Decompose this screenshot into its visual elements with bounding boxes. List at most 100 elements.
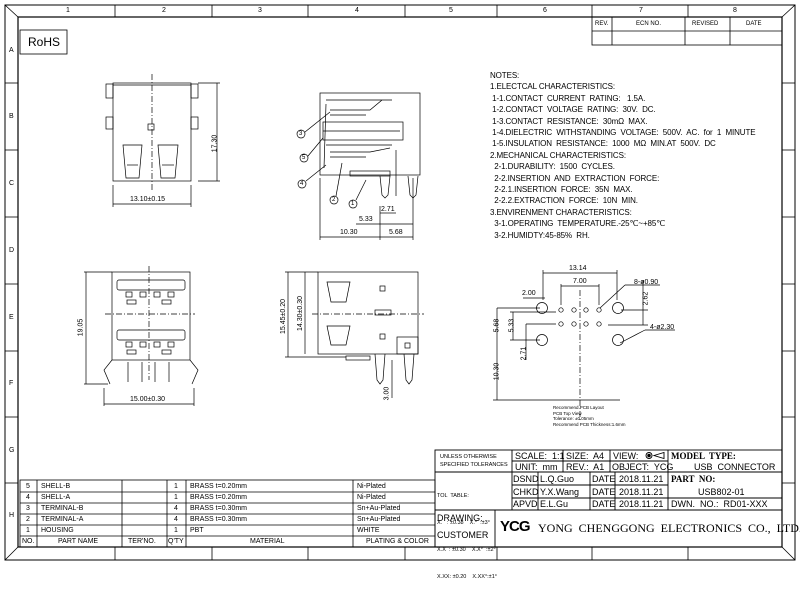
signoff-role: DSND: [513, 473, 539, 484]
dim-side-a: 2.71: [381, 206, 395, 213]
zone-row-a: A: [9, 47, 14, 54]
zone-col-2: 2: [162, 7, 166, 14]
callout-4: 4: [300, 181, 304, 187]
zone-row-b: B: [9, 113, 14, 120]
zone-col-6: 6: [543, 7, 547, 14]
tolerance-title-line: UNLESS OTHERWISE: [440, 454, 497, 460]
rohs-label: RoHS: [28, 35, 61, 49]
side-view-2: [285, 271, 424, 398]
bom-qty: 1: [174, 483, 178, 490]
dim-pcb-568: 5.68: [493, 318, 501, 333]
dim-side-d: 5.68: [389, 229, 403, 236]
dim-front-width: 15.00±0.30: [130, 396, 165, 403]
dim-pcb-1030: 10.30: [493, 362, 501, 381]
bom-no: 2: [26, 516, 30, 523]
signoff-name: L.Q.Guo: [540, 473, 575, 484]
zone-col-5: 5: [449, 7, 453, 14]
signoff-date: 2018.11.21: [619, 473, 664, 484]
company-name: YONG CHENGGONG ELECTRONICS CO., LTD.: [538, 521, 800, 535]
title-grid: [434, 449, 783, 548]
pcb-note: Recommend PCB Layout: [553, 405, 604, 410]
notes-line: 3.ENVIRENMENT CHARACTERISTICS:: [490, 207, 632, 217]
bom-part-name: TERMINAL-A: [41, 516, 84, 523]
bom-material: BRASS t=0.30mm: [190, 505, 247, 512]
pcb-note: Tolerance: ±0.05mm: [553, 416, 594, 421]
bom-no: 1: [26, 527, 30, 534]
dim-side2-h2: 14.30±0.30: [296, 296, 304, 331]
bom-no: 4: [26, 494, 30, 501]
rev: REV.: A1: [566, 461, 605, 472]
unit: UNIT: mm: [515, 461, 558, 472]
bom-part-name: SHELL-A: [41, 494, 71, 501]
bom-no: 5: [26, 483, 30, 490]
notes-line: 1-3.CONTACT RESISTANCE: 30mΩ MAX.: [490, 116, 648, 126]
bom-plating: Sn+Au-Plated: [357, 516, 401, 523]
dim-pcb-7: 7.00: [573, 278, 587, 285]
dim-side2-pin: 3.00: [383, 386, 391, 401]
notes-line: 1-1.CONTACT CURRENT RATING: 1.5A.: [490, 93, 646, 103]
company-logo: YCG: [500, 518, 530, 535]
zone-row-e: E: [9, 314, 14, 321]
zone-row-f: F: [9, 380, 14, 387]
notes-line: 2-2.2.EXTRACTION FORCE: 10N MIN.: [490, 196, 638, 206]
dim-pcb-holes-large: 4-ø2.30: [650, 324, 675, 331]
bom-plating: Ni-Plated: [357, 494, 386, 501]
signoff-role: CHKD: [513, 486, 539, 497]
tolerance-title: UNLESS OTHERWISE SPECIFIED TOLERANCES: [440, 453, 508, 469]
dim-pcb-271: 2.71: [520, 346, 528, 361]
zone-col-4: 4: [355, 7, 359, 14]
dim-front-height: 19.05: [77, 318, 85, 337]
rev-header-date: DATE: [746, 21, 762, 27]
zone-col-7: 7: [639, 7, 643, 14]
notes-line: 1.ELECTCAL CHARACTERISTICS:: [490, 82, 616, 92]
signoff-name: E.L.Gu: [540, 499, 569, 509]
view: VIEW:: [613, 450, 639, 461]
callout-5: 5: [302, 155, 306, 161]
tol-line: X.XX: ±0.20 X.XX°:±1°: [437, 574, 497, 580]
dim-pcb-262: 2.62: [642, 291, 650, 306]
bom-no: 3: [26, 505, 30, 512]
notes-block: NOTES: 1.ELECTCAL CHARACTERISTICS: 1-1.C…: [490, 70, 756, 241]
bom-part-name: TERMINAL-B: [41, 505, 84, 512]
dim-pcb-13: 13.14: [569, 265, 587, 272]
scale: SCALE: 1:1: [515, 450, 565, 461]
bom-material: BRASS t=0.20mm: [190, 483, 247, 490]
model-type: USB CONNECTOR: [694, 461, 776, 472]
bom-qty: 1: [174, 494, 178, 501]
bom-material: BRASS t=0.30mm: [190, 516, 247, 523]
notes-line: NOTES:: [490, 71, 520, 80]
tolerance-title-line: SPECIFIED TOLERANCES: [440, 462, 508, 468]
dim-top-height: 17.30: [211, 134, 219, 153]
bom-part-name: SHELL-B: [41, 483, 71, 490]
notes-line: 2.MECHANICAL CHARACTERISTICS:: [490, 150, 626, 160]
bom-header-material: MATERIAL: [250, 538, 285, 545]
zone-row-h: H: [9, 512, 15, 519]
dim-pcb-holes-small: 8-ø0.90: [634, 279, 659, 286]
dwn-no: DWN. NO.: RD01-XXX: [671, 499, 768, 509]
customer-label: CUSTOMER: [437, 530, 489, 540]
signoff-date-label: DATE: [592, 486, 616, 497]
bom-header-qty: Q'TY: [168, 538, 184, 545]
dim-top-width: 13.10±0.15: [130, 196, 165, 203]
drawing-label: DRAWING:: [437, 513, 483, 523]
zone-col-1: 1: [66, 7, 70, 14]
bom-header-plating: PLATING & COLOR: [366, 538, 429, 545]
dim-side-b: 5.33: [359, 216, 373, 223]
callout-2: 2: [332, 197, 336, 203]
bom-plating: Ni-Plated: [357, 483, 386, 490]
dim-pcb-2: 2.00: [522, 290, 536, 297]
side-view: [296, 92, 421, 240]
callout-3: 3: [299, 131, 303, 137]
size: SIZE: A4: [566, 450, 605, 461]
bom-material: PBT: [190, 527, 204, 534]
notes-line: 1-2.CONTACT VOLTAGE RATING: 30V. DC.: [490, 105, 656, 115]
bom-plating: WHITE: [357, 527, 380, 534]
drawing-frame: [4, 4, 796, 561]
zone-row-g: G: [9, 447, 15, 454]
front-view: [84, 266, 199, 406]
callout-circles: [296, 111, 367, 209]
part-no: USB802-01: [698, 486, 745, 497]
bom-header-ter-no: TER'NO.: [128, 538, 156, 545]
tol-line: X.X : ±0.30 X.X° :±2°: [437, 547, 496, 553]
model-type-label: MODEL TYPE:: [671, 450, 736, 461]
